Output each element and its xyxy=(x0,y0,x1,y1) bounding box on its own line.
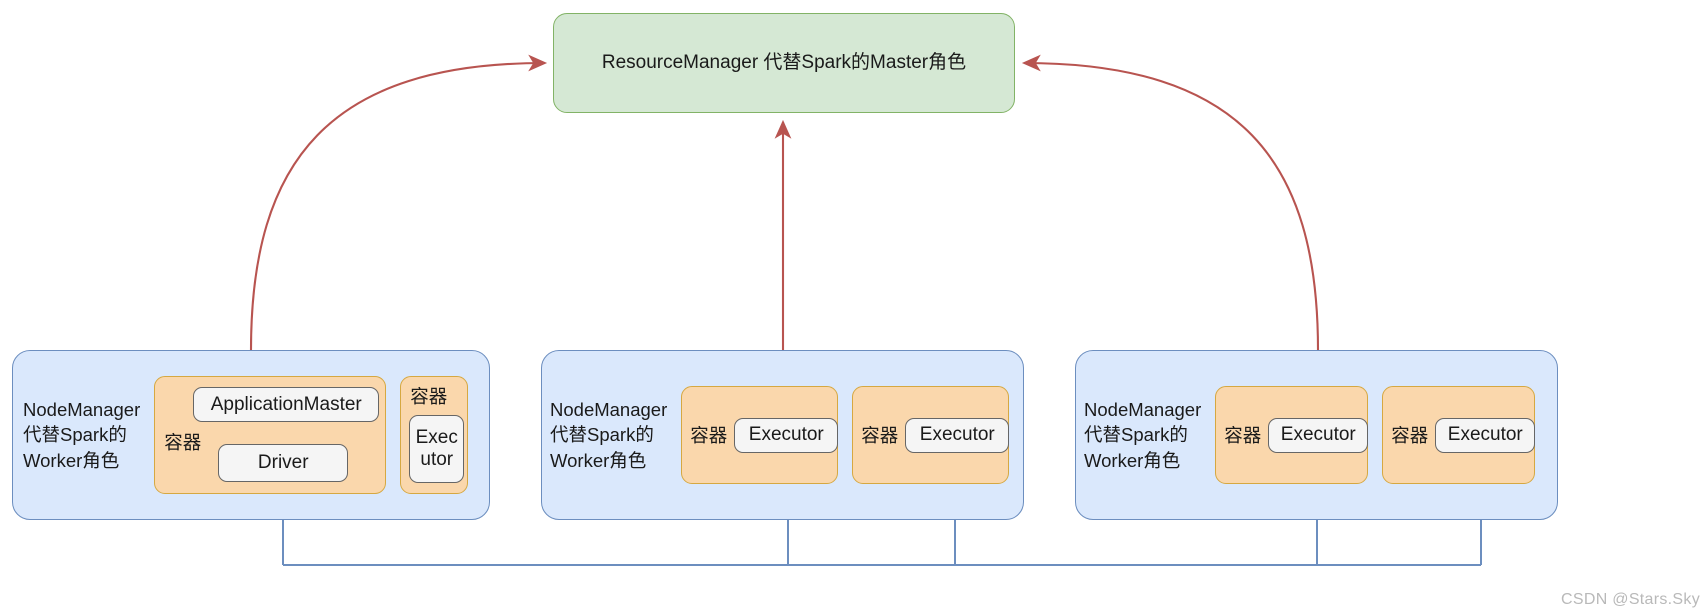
executor-box[interactable]: Executor xyxy=(1435,417,1536,453)
node-manager-1[interactable]: NodeManager 代替Spark的 Worker角色 容器 Applica… xyxy=(12,350,490,520)
container-label: 容器 xyxy=(690,425,728,446)
node-manager-3-containers: 容器 Executor 容器 Executor xyxy=(1215,386,1536,484)
resource-manager-node[interactable]: ResourceManager 代替Spark的Master角色 xyxy=(553,13,1015,113)
container-executor-nm2-b[interactable]: 容器 Executor xyxy=(852,386,1010,484)
container-executor-nm3-b[interactable]: 容器 Executor xyxy=(1382,386,1536,484)
container-label: 容器 xyxy=(410,386,448,407)
node-manager-1-label: NodeManager 代替Spark的 Worker角色 xyxy=(23,399,141,471)
node-manager-2[interactable]: NodeManager 代替Spark的 Worker角色 容器 Executo… xyxy=(541,350,1024,520)
container-label: 容器 xyxy=(1224,425,1262,446)
container-label: 容器 xyxy=(861,425,899,446)
node-manager-3-label: NodeManager 代替Spark的 Worker角色 xyxy=(1084,399,1202,471)
node-manager-3[interactable]: NodeManager 代替Spark的 Worker角色 容器 Executo… xyxy=(1075,350,1558,520)
edge-nm1-to-rm xyxy=(249,54,548,351)
edge-nm3-to-rm xyxy=(1021,54,1320,351)
driver-box[interactable]: Driver xyxy=(218,444,349,482)
executor-box[interactable]: Executor xyxy=(905,417,1010,453)
executor-box[interactable]: Executor xyxy=(734,417,839,453)
executor-box[interactable]: Exec utor xyxy=(409,415,465,483)
node-manager-1-containers: 容器 ApplicationMaster Driver 容器 Exec utor xyxy=(154,376,469,494)
container-label: 容器 xyxy=(164,432,202,453)
node-manager-2-containers: 容器 Executor 容器 Executor xyxy=(681,386,1010,484)
node-manager-2-label: NodeManager 代替Spark的 Worker角色 xyxy=(550,399,668,471)
container-label: 容器 xyxy=(1391,425,1429,446)
application-master-box[interactable]: ApplicationMaster xyxy=(193,387,380,422)
watermark: CSDN @Stars.Sky xyxy=(1561,591,1700,608)
container-executor-nm3-a[interactable]: 容器 Executor xyxy=(1215,386,1369,484)
executor-box[interactable]: Executor xyxy=(1268,417,1369,453)
container-application-master[interactable]: 容器 ApplicationMaster Driver xyxy=(154,376,387,494)
container-executor-nm1[interactable]: 容器 Exec utor xyxy=(400,376,469,494)
container-executor-nm2-a[interactable]: 容器 Executor xyxy=(681,386,839,484)
resource-manager-label: ResourceManager 代替Spark的Master角色 xyxy=(601,51,967,73)
